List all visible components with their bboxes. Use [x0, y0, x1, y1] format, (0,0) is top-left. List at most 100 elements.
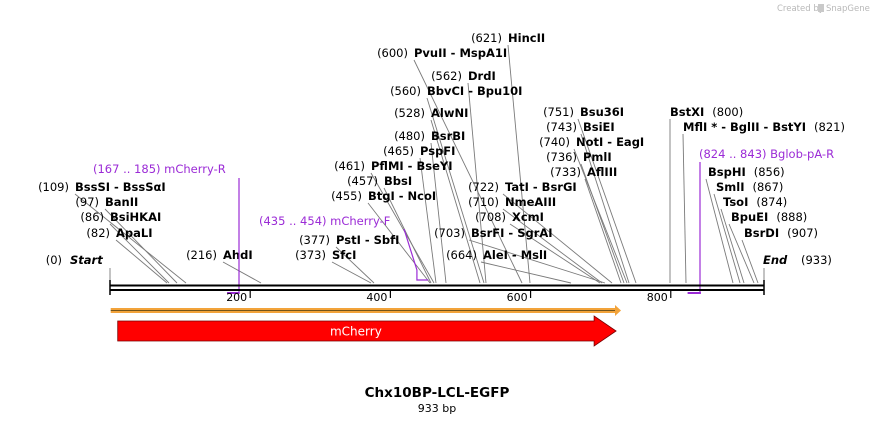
sequence-length: 933 bp — [418, 402, 456, 415]
feature-track: mCherry — [110, 305, 622, 347]
restriction-site: SmlI(867) — [716, 180, 783, 194]
site-position: (528) — [394, 106, 425, 120]
site-position: (560) — [390, 84, 421, 98]
site-position: (600) — [377, 46, 408, 60]
restriction-site: (373)SfcI — [295, 248, 356, 262]
site-position: (82) — [86, 226, 110, 240]
site-name: BsrFI - SgrAI — [471, 226, 553, 240]
restriction-site: (560)BbvCI - Bpu10I — [390, 84, 522, 98]
restriction-site: MflI * - BglII - BstYI(821) — [683, 120, 845, 134]
site-name: AleI - MslI — [483, 248, 547, 262]
ruler-tick-label: 200 — [226, 291, 247, 304]
restriction-site: (722) TatI - BsrGI — [468, 180, 577, 194]
restriction-site: (664) AleI - MslI — [446, 248, 547, 262]
site-connector — [222, 261, 262, 284]
feature-mcherry: mCherry — [117, 315, 617, 347]
restriction-site: (740)NotI - EagI — [539, 135, 644, 149]
site-position: (907) — [787, 226, 818, 240]
primer: (435 .. 454) mCherry-F — [259, 214, 429, 281]
site-connector — [74, 193, 187, 284]
site-connector — [383, 187, 432, 284]
site-connector — [502, 193, 613, 284]
site-connector — [741, 239, 759, 284]
restriction-site: (457) BbsI — [347, 174, 412, 188]
site-name: AlwNI — [431, 106, 468, 120]
site-position: (664) — [446, 248, 477, 262]
restriction-site: (461) PflMI - BseYI — [334, 159, 452, 173]
restriction-site: BpuEI(888) — [731, 210, 807, 224]
site-name: BpuEI — [731, 210, 768, 224]
primer-range: (435 .. 454) mCherry-F — [259, 214, 390, 228]
ruler-tick-label: 800 — [647, 291, 668, 304]
primer-layer: (167 .. 185) mCherry-R (435 .. 454) mCher… — [93, 147, 834, 294]
site-position: (708) — [475, 210, 506, 224]
site-position: (461) — [334, 159, 365, 173]
primer-range: (824 .. 843) Bglob-pA-R — [699, 147, 834, 161]
restriction-site: (465)PspFI — [383, 144, 455, 158]
restriction-site: (600)PvuII - MspA1I — [377, 46, 507, 60]
primer: (824 .. 843) Bglob-pA-R — [687, 147, 834, 294]
restriction-site: (733)AflIII — [550, 165, 617, 179]
restriction-site: (455)BtgI - NcoI — [331, 189, 436, 203]
restriction-site: (708)XcmI — [475, 210, 544, 224]
site-position: (562) — [431, 69, 462, 83]
primer-range: (167 .. 185) mCherry-R — [93, 162, 226, 176]
site-name: PflMI - BseYI — [371, 159, 452, 173]
restriction-site: BspHI(856) — [708, 165, 785, 179]
site-connector — [370, 172, 435, 284]
site-connector — [419, 157, 437, 284]
restriction-site: (751)Bsu36I — [543, 105, 624, 119]
ruler-tick-label: 600 — [507, 291, 528, 304]
site-connector — [580, 163, 625, 284]
site-name: DrdI — [468, 69, 496, 83]
site-position: (751) — [543, 105, 574, 119]
site-connector — [109, 223, 170, 284]
restriction-site: (562) DrdI — [431, 69, 496, 83]
restriction-site: (621)HincII — [471, 31, 545, 45]
dna-backbone — [109, 280, 765, 295]
site-name: BsrDI — [744, 226, 779, 240]
site-connector — [713, 193, 741, 284]
restriction-site: (743)BsiEI — [546, 120, 615, 134]
feature-label: mCherry — [330, 325, 382, 339]
orf-arrow — [110, 305, 622, 316]
site-connector — [580, 133, 630, 284]
site-position: (457) — [347, 174, 378, 188]
site-name: BstXI — [670, 105, 704, 119]
site-connector — [584, 178, 622, 284]
feature-arrow — [117, 315, 617, 347]
site-name: BsrBI — [431, 129, 465, 143]
site-name: BsiHKAI — [110, 210, 161, 224]
start-name: Start — [70, 253, 103, 267]
site-connector — [507, 44, 531, 284]
restriction-site: (528) AlwNI — [394, 106, 468, 120]
restriction-site: TsoI(874) — [723, 195, 787, 209]
site-connector — [335, 246, 375, 284]
primer: (167 .. 185) mCherry-R — [93, 162, 240, 294]
site-name: PstI - SbfI — [336, 233, 399, 247]
credit-brand: SnapGene — [826, 4, 870, 14]
site-connector — [720, 208, 745, 284]
snapgene-credit: Created by SnapGene — [777, 4, 870, 14]
site-position: (373) — [295, 248, 326, 262]
site-connector — [468, 239, 606, 284]
site-connector — [413, 59, 523, 284]
site-name: BtgI - NcoI — [368, 189, 436, 203]
site-name: NmeAIII — [505, 195, 556, 209]
restriction-site: (710)NmeAIII — [468, 195, 556, 209]
restriction-site: (97)BanII — [75, 195, 138, 209]
site-connector — [728, 223, 755, 284]
site-name: TatI - BsrGI — [505, 180, 577, 194]
restriction-site: (736)PmlI — [546, 150, 612, 164]
site-position: (856) — [754, 165, 785, 179]
site-position: (109) — [38, 180, 69, 194]
site-connector — [104, 208, 178, 284]
restriction-site: (703) BsrFI - SgrAI — [434, 226, 553, 240]
site-connector — [430, 119, 481, 284]
site-position: (703) — [434, 226, 465, 240]
site-position: (480) — [394, 129, 425, 143]
site-connector — [480, 261, 572, 284]
site-position: (722) — [468, 180, 499, 194]
site-name: BbsI — [384, 174, 412, 188]
